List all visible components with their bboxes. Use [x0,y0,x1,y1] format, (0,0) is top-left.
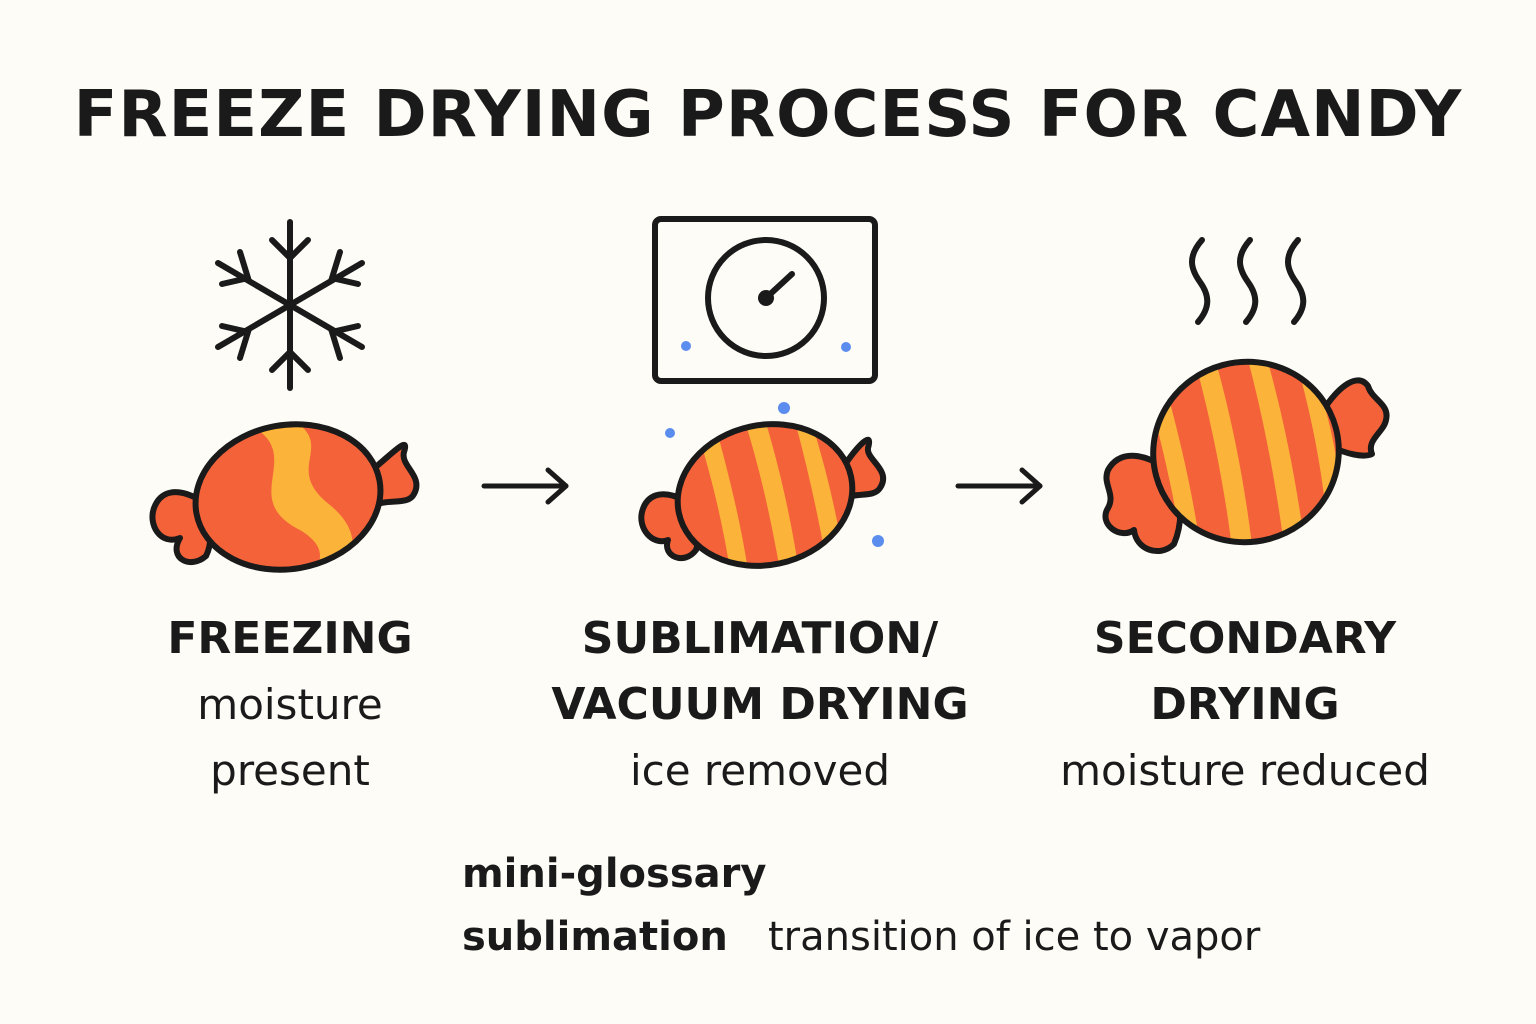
stage-sublimation: SUBLIMATION/ VACUUM DRYING ice removed [540,606,980,804]
arrow-right-icon [955,467,1043,505]
stage-name: SECONDARY [1093,613,1397,664]
candy-sublimation [638,421,886,570]
stage-freezing: FREEZING moisture present [140,606,440,804]
mini-glossary: mini-glossary sublimation transition of i… [462,848,1260,960]
page-title: FREEZE DRYING PROCESS FOR CANDY [73,78,1463,152]
glossary-heading: mini-glossary [462,851,767,897]
glossary-entry: sublimation transition of ice to vapor [462,914,1260,960]
vacuum-gauge-icon [652,216,878,384]
vapor-dots [665,341,884,547]
snowflake-icon [215,219,365,391]
candy-secondary-drying [1102,358,1390,555]
arrow-right-icon [481,467,569,505]
stage-name: DRYING [1150,679,1340,730]
glossary-term: sublimation [462,914,728,960]
stage-name: VACUUM DRYING [551,679,969,730]
stage-description: present [210,746,370,795]
stage-description: moisture reduced [1060,746,1430,795]
stage-name: FREEZING [167,613,413,664]
glossary-definition: transition of ice to vapor [768,914,1261,960]
candy-frozen [149,421,420,575]
stage-secondary-drying: SECONDARY DRYING moisture reduced [1040,606,1450,804]
heat-waves-icon [1189,237,1307,325]
stage-description: ice removed [629,746,891,795]
stage-description: moisture [197,680,383,729]
stage-name: SUBLIMATION/ [581,613,939,664]
